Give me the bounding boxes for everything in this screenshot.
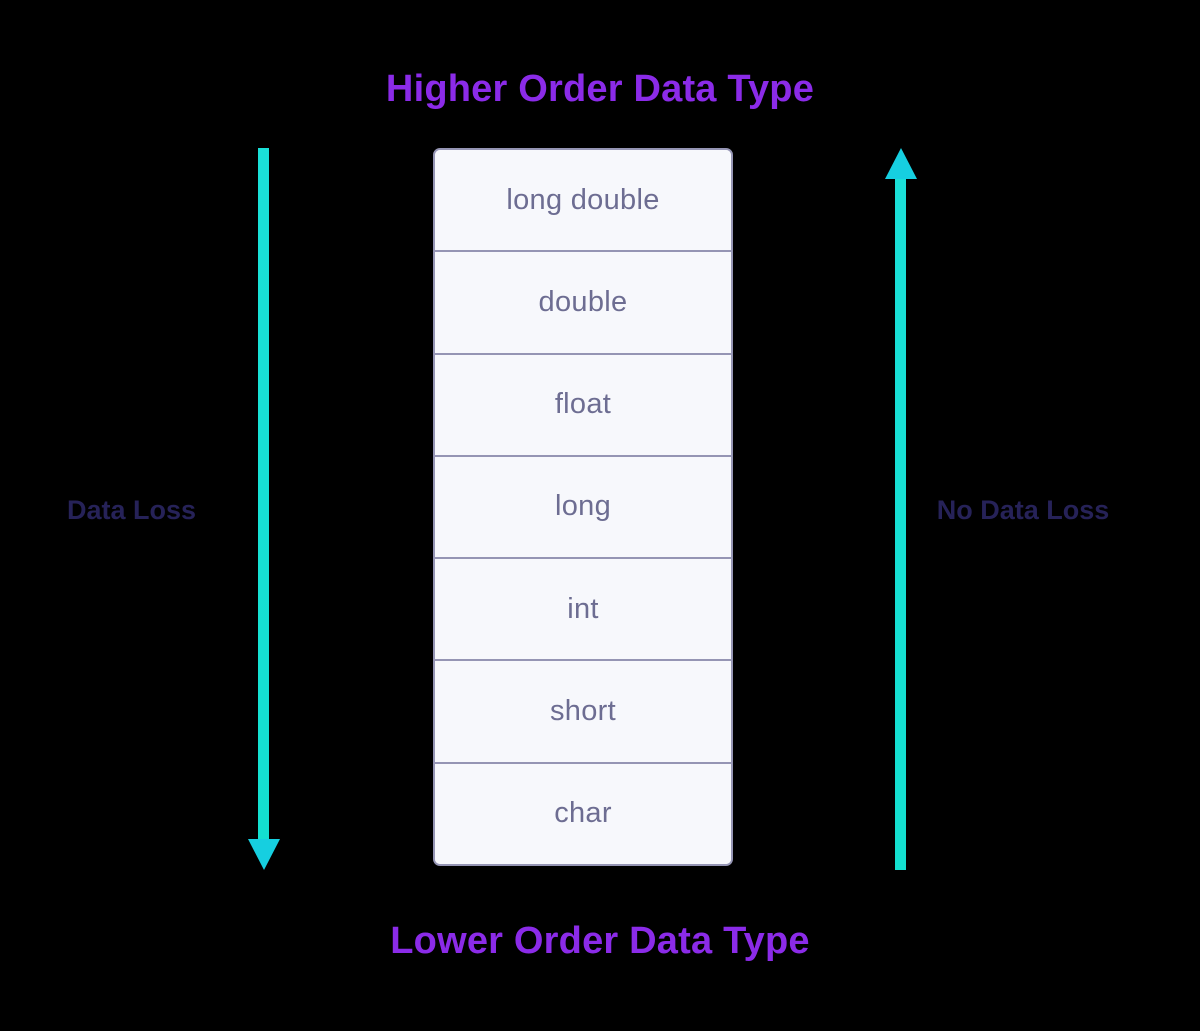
arrow-shaft [895,178,906,870]
type-cell-double: double [435,252,731,355]
type-cell-int: int [435,559,731,662]
type-cell-short: short [435,661,731,764]
type-cell-char: char [435,763,731,864]
arrow-head-up [885,148,917,179]
no-data-loss-up-arrow-icon [884,148,918,870]
page-title-higher-order: Higher Order Data Type [385,68,815,110]
arrow-shaft [258,148,269,840]
type-cell-long: long [435,456,731,560]
type-cell-long-double: long double [435,150,731,253]
label-data-loss: Data Loss [66,495,197,525]
type-cell-float: float [435,354,731,457]
data-loss-down-arrow-icon [247,148,281,870]
label-no-data-loss: No Data Loss [936,495,1110,525]
type-hierarchy-stack: long double double float long int short … [433,148,733,866]
page-title-lower-order: Lower Order Data Type [390,920,810,962]
arrow-head-down [248,839,280,870]
